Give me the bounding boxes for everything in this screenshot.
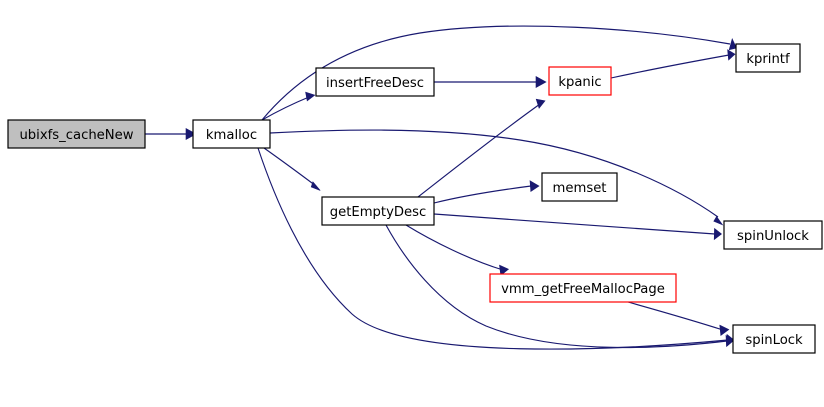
node-vmm_getFreeMallocPage[interactable]: vmm_getFreeMallocPage xyxy=(489,273,677,303)
edge-line xyxy=(269,129,719,218)
node-box[interactable] xyxy=(735,43,801,73)
node-label: getEmptyDesc xyxy=(330,205,427,220)
arrow-head-icon xyxy=(529,180,540,193)
arrow-head-icon xyxy=(713,216,724,226)
edge-kmalloc-to-insertFreeDesc xyxy=(261,91,316,121)
node-label: kpanic xyxy=(558,75,601,90)
edge-kmalloc-to-kprintf xyxy=(261,25,737,121)
node-label: kprintf xyxy=(746,52,790,67)
node-label: spinUnlock xyxy=(737,229,809,244)
arrow-head-icon xyxy=(310,181,321,191)
node-spinLock[interactable]: spinLock xyxy=(732,324,816,354)
edge-line xyxy=(261,96,310,121)
edge-vmm_getFreeMallocPage-to-spinLock xyxy=(627,301,730,337)
node-box[interactable] xyxy=(732,324,816,354)
edge-ubixfs_cacheNew-to-kmalloc xyxy=(145,127,197,141)
edge-line xyxy=(405,224,504,271)
node-label: insertFreeDesc xyxy=(326,76,424,91)
edge-line xyxy=(257,147,729,350)
arrow-head-icon xyxy=(719,324,730,337)
node-getEmptyDesc[interactable]: getEmptyDesc xyxy=(321,196,435,226)
edge-insertFreeDesc-to-kpanic xyxy=(434,75,547,89)
edge-line xyxy=(417,103,541,198)
arrow-head-icon xyxy=(185,127,197,141)
edge-line xyxy=(263,147,317,187)
arrow-head-icon xyxy=(535,98,546,109)
edge-kpanic-to-kprintf xyxy=(610,49,736,79)
node-box[interactable] xyxy=(7,119,146,149)
node-kprintf[interactable]: kprintf xyxy=(735,43,801,73)
node-label: vmm_getFreeMallocPage xyxy=(501,282,665,297)
node-label: spinLock xyxy=(745,333,803,348)
node-box[interactable] xyxy=(548,66,612,96)
edge-line xyxy=(385,224,728,349)
node-box[interactable] xyxy=(192,119,271,149)
node-label: memset xyxy=(553,181,607,196)
node-kmalloc[interactable]: kmalloc xyxy=(192,119,271,149)
node-box[interactable] xyxy=(541,172,618,202)
node-insertFreeDesc[interactable]: insertFreeDesc xyxy=(315,67,435,97)
edge-line xyxy=(433,213,716,235)
edge-kmalloc-to-getEmptyDesc xyxy=(263,147,321,191)
node-label: kmalloc xyxy=(206,128,257,143)
node-ubixfs_cacheNew[interactable]: ubixfs_cacheNew xyxy=(7,119,146,149)
edge-line xyxy=(433,185,532,204)
edges-layer xyxy=(145,25,737,350)
arrow-head-icon xyxy=(725,334,734,348)
edge-kmalloc-to-spinUnlock xyxy=(269,129,724,226)
node-box[interactable] xyxy=(723,220,823,250)
node-label: ubixfs_cacheNew xyxy=(19,128,133,143)
arrow-head-icon xyxy=(499,264,510,276)
arrow-head-icon xyxy=(728,38,737,51)
edge-getEmptyDesc-to-vmm_getFreeMallocPage xyxy=(405,224,510,276)
edge-line xyxy=(627,301,724,331)
edge-kmalloc-to-spinLock xyxy=(257,147,735,350)
node-kpanic[interactable]: kpanic xyxy=(548,66,612,96)
nodes-layer: ubixfs_cacheNew kmalloc insertFreeDesc kpan… xyxy=(7,43,823,354)
arrow-head-icon xyxy=(727,49,736,61)
edge-getEmptyDesc-to-memset xyxy=(433,180,540,204)
arrow-head-icon xyxy=(535,75,547,89)
edge-getEmptyDesc-to-spinUnlock xyxy=(433,213,722,241)
node-box[interactable] xyxy=(321,196,435,226)
arrow-head-icon xyxy=(305,91,316,102)
edge-getEmptyDesc-to-kpanic xyxy=(417,98,546,198)
edge-getEmptyDesc-to-spinLock xyxy=(385,224,734,349)
node-box[interactable] xyxy=(315,67,435,97)
node-memset[interactable]: memset xyxy=(541,172,618,202)
node-box[interactable] xyxy=(489,273,677,303)
edge-line xyxy=(610,54,730,79)
node-spinUnlock[interactable]: spinUnlock xyxy=(723,220,823,250)
arrow-head-icon xyxy=(713,227,722,241)
edge-line xyxy=(261,25,731,121)
